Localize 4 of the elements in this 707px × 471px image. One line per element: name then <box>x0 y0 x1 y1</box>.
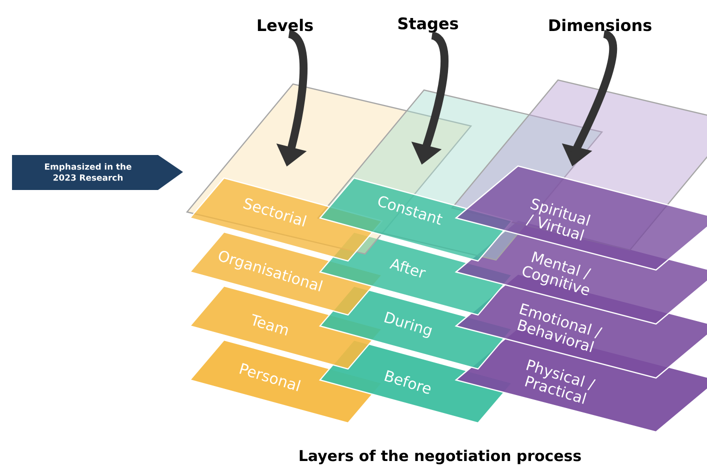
heading: Stages <box>398 17 458 33</box>
caption: Layers of the negotiation process <box>300 450 581 464</box>
heading: Dimensions <box>549 18 652 32</box>
heading: Levels <box>258 18 313 32</box>
